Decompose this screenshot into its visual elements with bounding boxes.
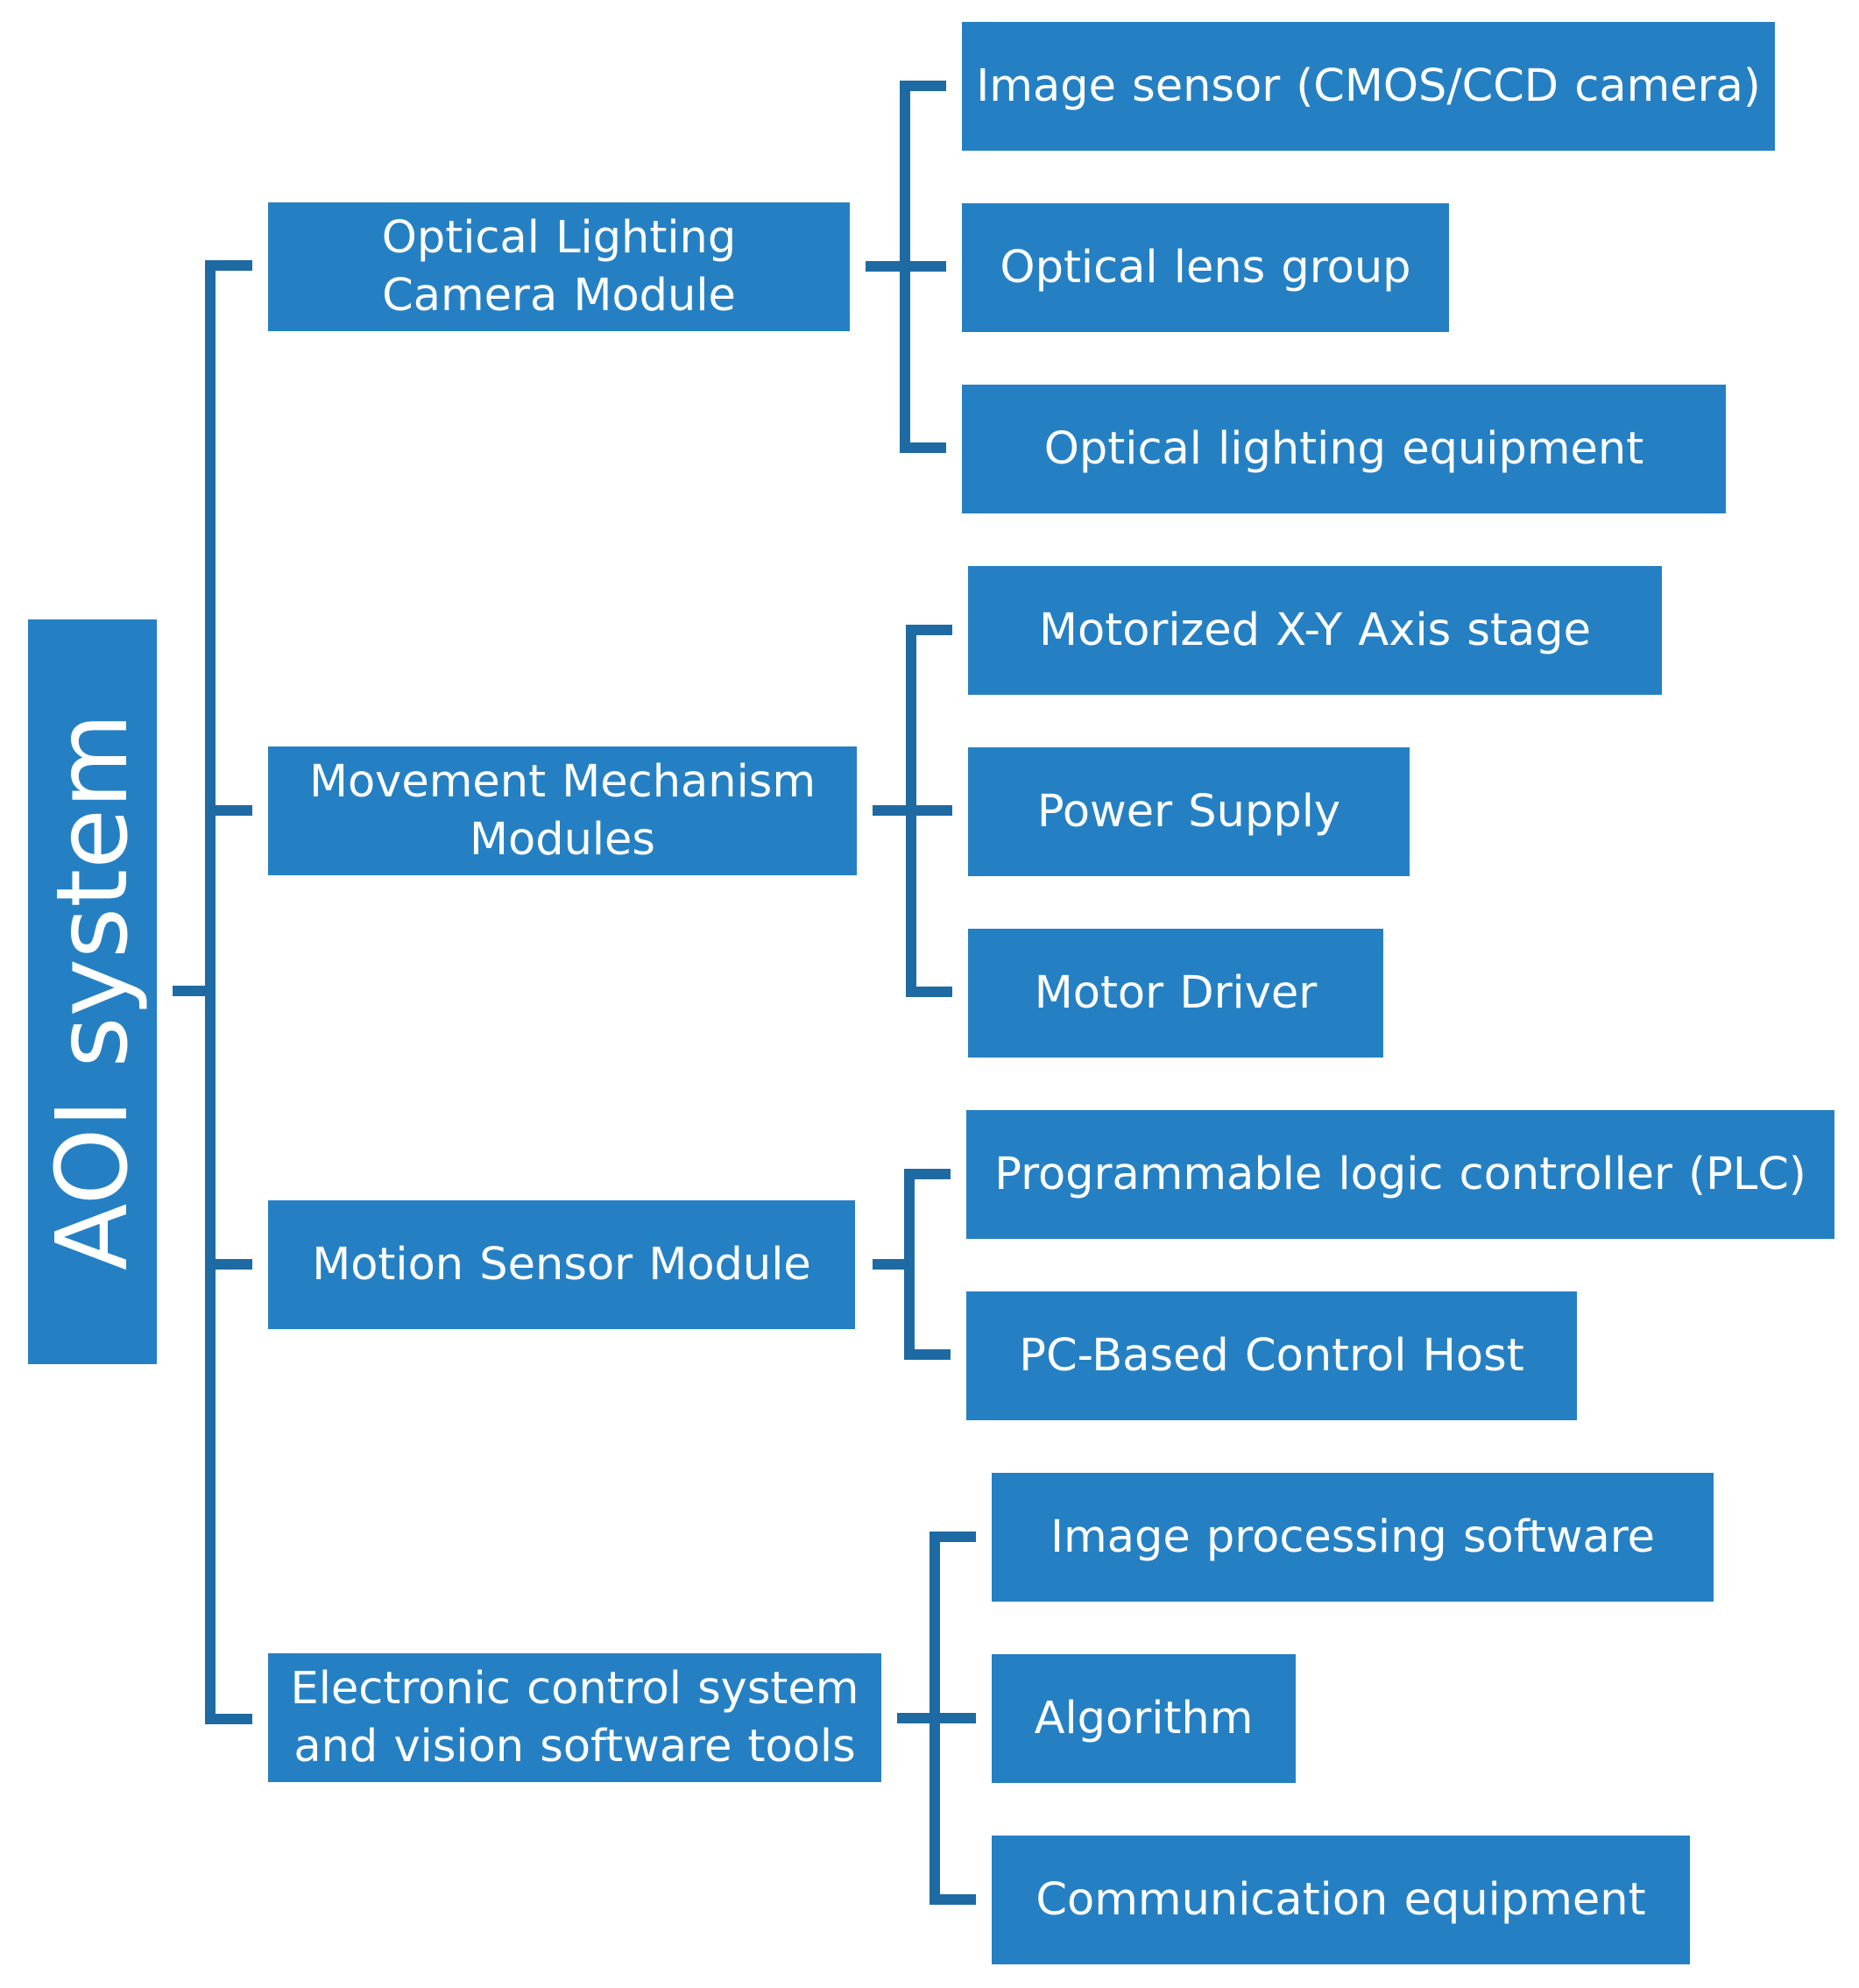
module-label: Electronic control system and vision sof…: [290, 1662, 859, 1772]
root-node: AOI system: [28, 619, 157, 1364]
module-label: Optical Lighting Camera Module: [381, 211, 737, 322]
child-communication-equipment: Communication equipment: [992, 1836, 1690, 1964]
module-optical-lighting-camera: Optical Lighting Camera Module: [268, 202, 850, 331]
module-movement-mechanism: Movement Mechanism Modules: [268, 746, 857, 875]
module-label: Motion Sensor Module: [312, 1238, 811, 1291]
child-label: PC-Based Control Host: [1019, 1329, 1524, 1382]
child-optical-lens-group: Optical lens group: [962, 203, 1449, 332]
child-image-sensor: Image sensor (CMOS/CCD camera): [962, 22, 1775, 151]
child-label: Optical lighting equipment: [1043, 422, 1644, 475]
child-algorithm: Algorithm: [992, 1654, 1296, 1783]
child-label: Programmable logic controller (PLC): [994, 1148, 1806, 1200]
child-label: Communication equipment: [1036, 1873, 1646, 1926]
child-label: Power Supply: [1036, 785, 1341, 838]
module-motion-sensor: Motion Sensor Module: [268, 1200, 855, 1329]
child-image-processing-software: Image processing software: [992, 1473, 1714, 1602]
child-motorized-xy-stage: Motorized X-Y Axis stage: [968, 566, 1662, 695]
root-label: AOI system: [35, 712, 150, 1271]
child-optical-lighting-equipment: Optical lighting equipment: [962, 385, 1726, 513]
module-label: Movement Mechanism Modules: [308, 755, 816, 866]
module-electronic-control: Electronic control system and vision sof…: [268, 1653, 881, 1782]
child-label: Algorithm: [1034, 1692, 1254, 1744]
child-plc: Programmable logic controller (PLC): [966, 1110, 1834, 1239]
child-label: Motor Driver: [1034, 966, 1318, 1019]
child-label: Image processing software: [1050, 1510, 1655, 1563]
child-power-supply: Power Supply: [968, 747, 1410, 876]
child-label: Motorized X-Y Axis stage: [1039, 604, 1591, 656]
child-label: Image sensor (CMOS/CCD camera): [976, 60, 1761, 112]
child-label: Optical lens group: [1000, 241, 1411, 294]
child-pc-based-control-host: PC-Based Control Host: [966, 1291, 1577, 1420]
child-motor-driver: Motor Driver: [968, 929, 1383, 1058]
